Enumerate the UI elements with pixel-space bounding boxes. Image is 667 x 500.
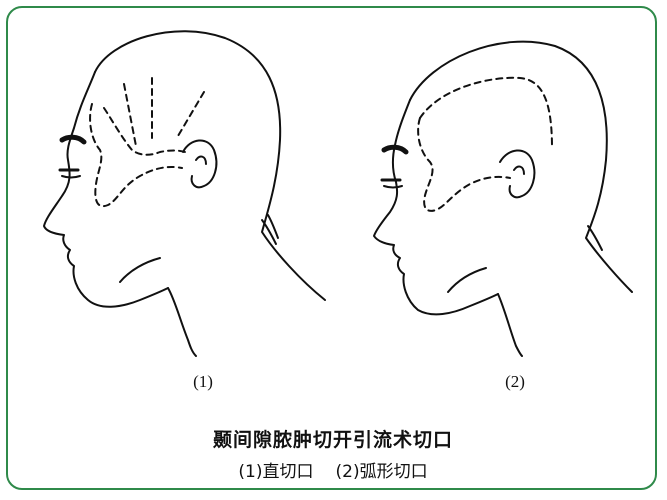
figure-title: 颞间隙脓肿切开引流术切口 [213,425,453,452]
head-profile-2 [374,42,632,356]
figure-subtitle: (1)直切口 (2)弧形切口 [238,457,427,482]
subtitle-curved-incision: (2)弧形切口 [336,462,428,482]
panel-2-label: (2) [505,372,525,392]
subtitle-straight-incision: (1)直切口 [238,462,313,482]
incision-lines-2 [418,78,552,211]
incision-lines-1 [90,78,204,206]
panel-1-label: (1) [193,372,213,392]
head-profile-1 [44,31,325,356]
